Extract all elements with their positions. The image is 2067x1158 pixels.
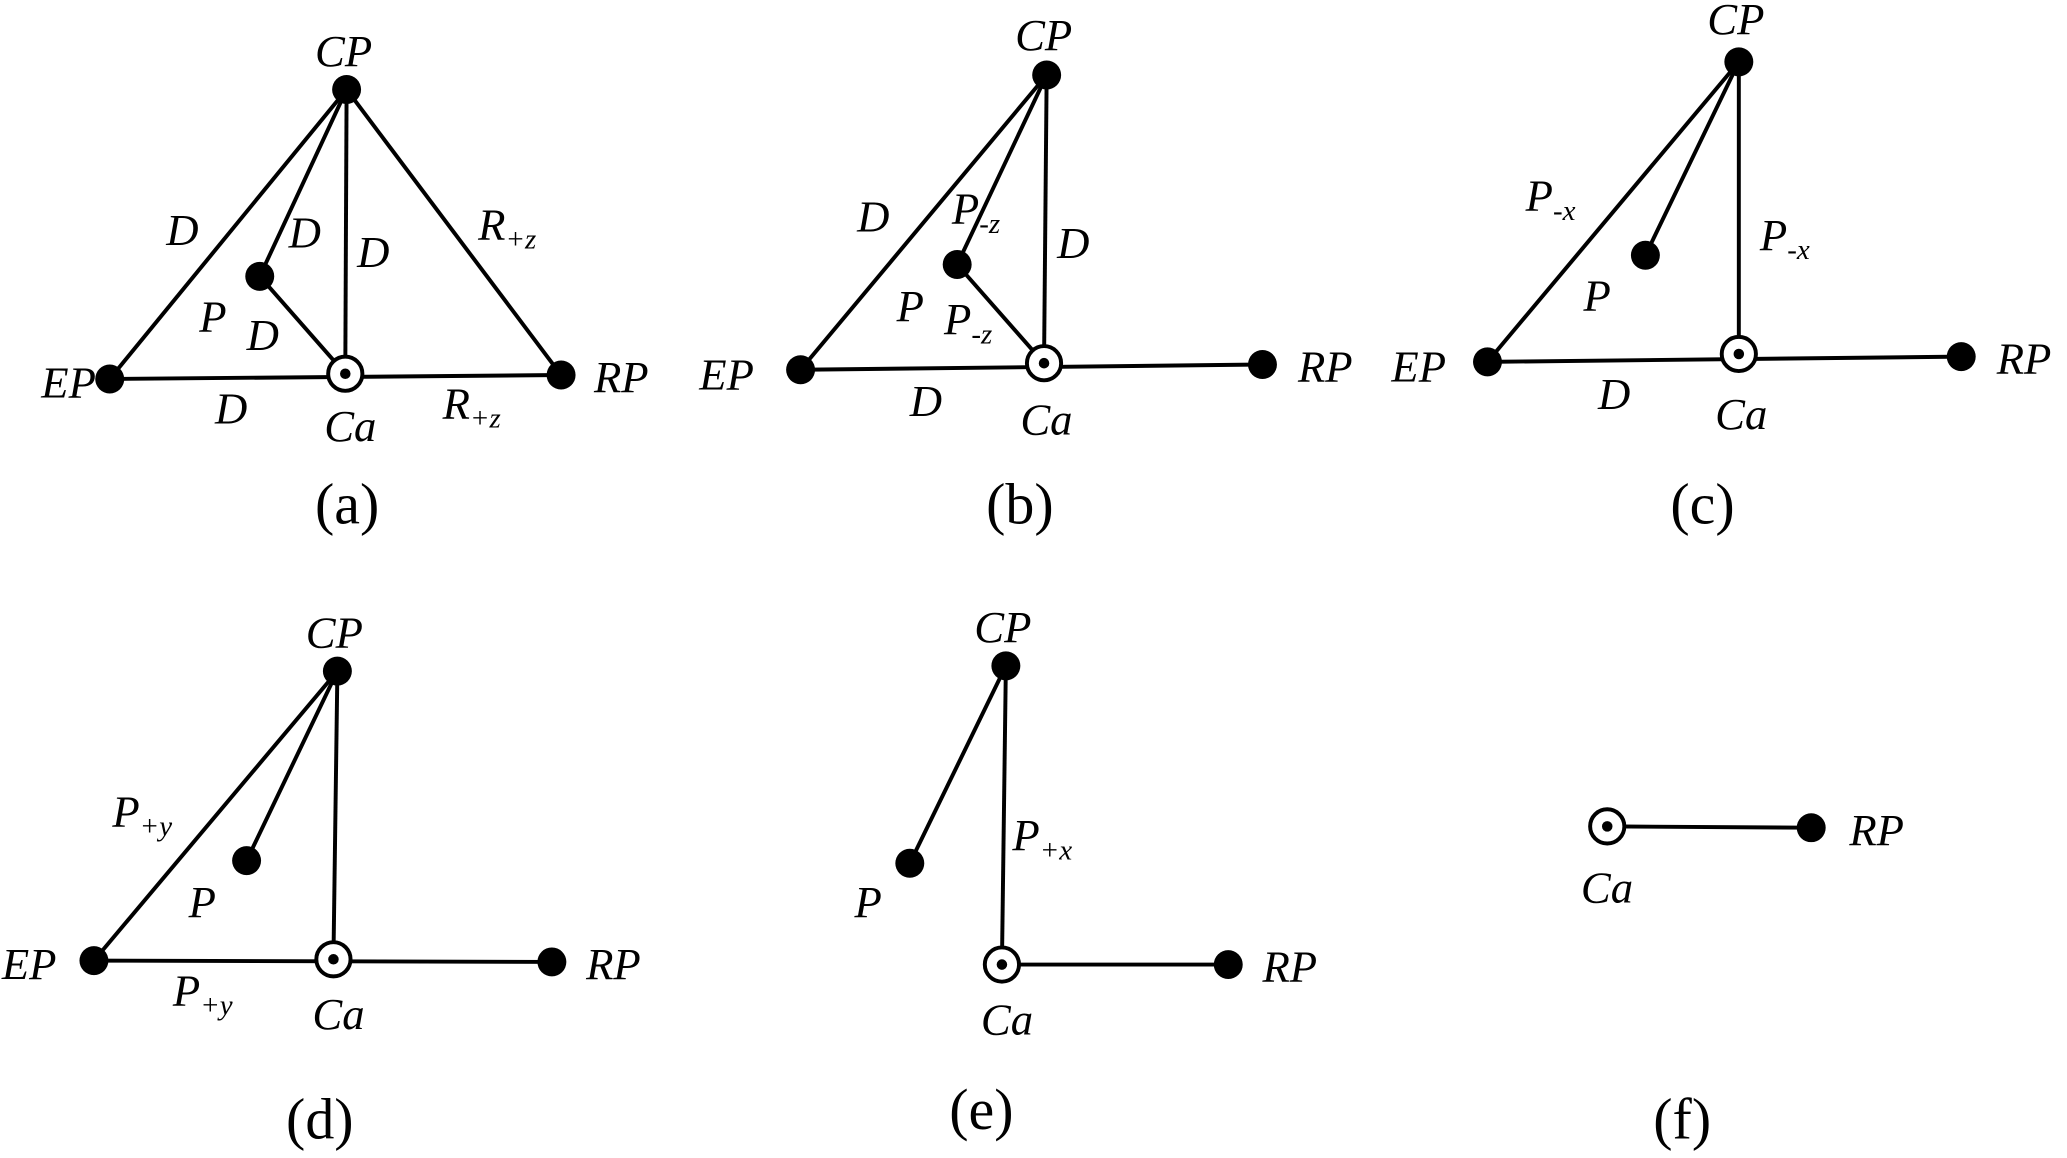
node-p [232,846,262,876]
label-cp: CP [974,602,1031,652]
node-p [895,848,925,878]
edge-cp-p [244,670,340,862]
label-ep: EP [698,350,754,400]
panel-b: CP EP RP Ca P D P-z D P-z D (b) [698,10,1352,537]
node-ep [1473,347,1502,377]
node-cp [991,651,1021,681]
label-cp: CP [306,607,363,657]
label-rp: RP [1261,942,1317,992]
node-ca-center [1038,357,1050,369]
label-ca: Ca [981,994,1033,1044]
panel-c: CP EP RP Ca P P-x P-x D (c) [1390,0,2051,537]
node-ep [79,946,109,976]
edge-label-cp-ep: P-x [1525,171,1576,227]
edge-label-ca-rp: R+z [442,378,501,434]
label-ca: Ca [1715,389,1767,439]
node-p [942,250,972,279]
edge-label-ep-ca: D [214,384,247,434]
edge-cp-ca [999,665,1008,965]
caption-d: (d) [286,1086,354,1151]
label-rp: RP [1996,334,2052,384]
edge-label-cp-ca: P-x [1759,210,1810,266]
edge-cp-p [908,664,1008,865]
label-ca: Ca [1581,863,1633,913]
edge-label-p-ca: D [246,310,279,360]
edge-label-cp-ca: D [1056,218,1089,268]
edge-cp-ep [92,669,339,962]
edge-label-cp-ca: D [356,227,389,277]
edge-cp-p [955,74,1049,266]
edge-label-p-ca: P-z [943,294,992,350]
label-rp: RP [1297,342,1353,392]
label-p: P [896,281,924,331]
caption-e: (e) [949,1077,1013,1142]
label-ep: EP [40,357,96,407]
node-rp [1946,342,1976,372]
panel-f: RP Ca (f) [1581,805,1904,1151]
node-ep [786,355,816,385]
edge-cp-rp [345,88,563,377]
caption-a: (a) [315,472,379,537]
edge-label-cp-ca: P+x [1011,810,1072,866]
label-ca: Ca [312,989,364,1039]
label-p: P [854,877,882,927]
node-rp [537,947,567,977]
label-p: P [1583,271,1611,321]
edge-cp-p [1643,60,1741,257]
caption-b: (b) [986,472,1054,537]
panel-a: CP EP RP Ca P D D D R+z D D R+z (a) [40,26,648,537]
label-ca: Ca [1020,394,1072,444]
node-ca-center [1733,348,1745,360]
node-rp [546,360,576,390]
label-ep: EP [1,939,57,989]
node-rp [1213,950,1243,980]
caption-c: (c) [1670,472,1734,537]
edge-ca-rp [1607,824,1812,830]
edge-label-ep-ca: P+y [172,965,233,1021]
node-rp [1247,350,1277,379]
node-cp [1724,47,1754,77]
edge-p-ca [955,263,1046,365]
node-cp [1032,60,1062,90]
edge-label-ep-ca: D [909,376,942,426]
node-cp [332,75,362,104]
label-cp: CP [1015,10,1072,60]
edge-cp-ep [1485,60,1741,364]
node-ca-center [340,368,351,379]
node-ca-center [328,954,339,965]
node-p [1630,240,1660,270]
caption-f: (f) [1653,1086,1711,1151]
edge-label-cp-p: D [288,207,321,257]
edge-cp-p [257,88,349,278]
edge-label-cp-rp: R+z [477,199,536,255]
edge-label-cp-ep: D [165,205,198,255]
node-ep [95,364,125,394]
node-p [245,261,275,291]
label-rp: RP [593,352,649,402]
node-cp [322,656,352,686]
node-ca-center [1601,821,1613,832]
edge-label-cp-p: P-z [951,184,1000,240]
edge-cp-ep [108,88,349,381]
edge-cp-ca [1042,74,1049,364]
edge-cp-ep [799,73,1049,372]
edge-label-cp-ep: P+y [111,786,172,842]
label-ep: EP [1390,342,1446,392]
label-ca: Ca [324,401,376,451]
edge-cp-ca [331,671,340,960]
edge-label-ep-ca: D [1597,369,1630,419]
label-p: P [198,292,226,342]
label-p: P [188,877,216,927]
label-cp: CP [315,26,372,76]
panel-d: CP EP RP Ca P P+y P+y (d) [1,607,641,1151]
label-rp: RP [585,939,641,989]
edge-cp-ca [343,89,349,374]
node-ca-center [996,959,1008,970]
edge-p-ca [258,275,347,376]
node-rp [1796,813,1826,843]
label-rp: RP [1848,805,1904,855]
panel-e: CP RP Ca P P+x (e) [854,602,1318,1142]
edge-label-cp-ep: D [856,192,889,242]
label-cp: CP [1707,0,1764,44]
